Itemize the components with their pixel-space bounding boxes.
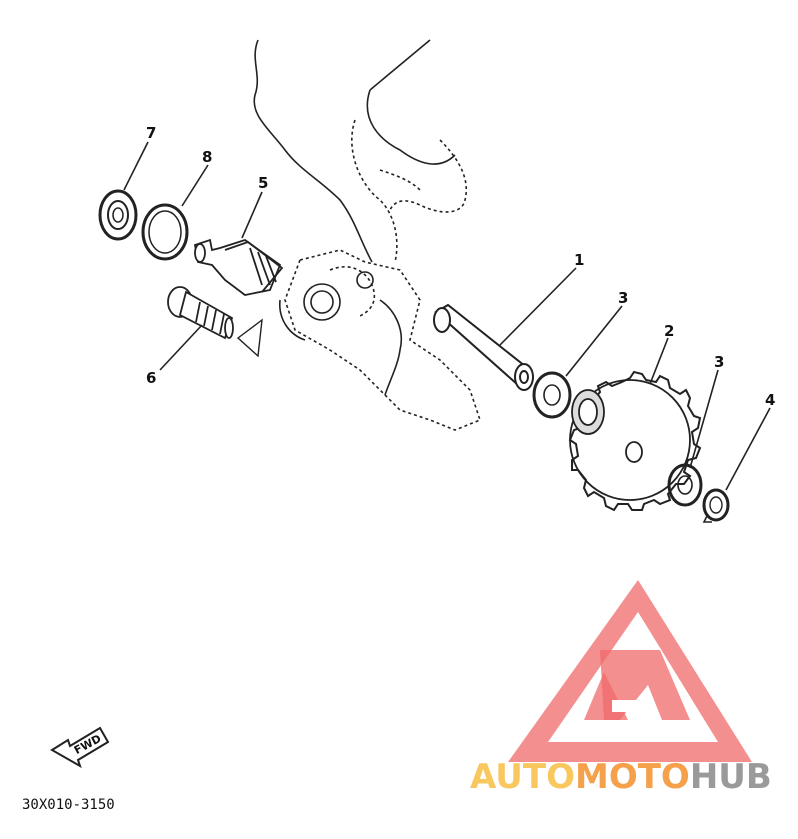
automotohub-logo: AUTOMOTOHUB (470, 580, 772, 797)
washer-part-3a (532, 371, 572, 419)
logo-text-moto: MOTO (575, 757, 690, 797)
circlip-part-4 (702, 488, 730, 523)
logo-text-auto: AUTO (470, 757, 575, 797)
shaft-part-1 (433, 303, 534, 391)
callout-8: 8 (202, 148, 212, 166)
diagram-code: 30X010-3150 (22, 797, 115, 813)
logo-mark-icon (508, 580, 752, 762)
callout-2: 2 (664, 322, 674, 340)
callout-3b: 3 (714, 353, 724, 371)
callout-5: 5 (258, 174, 268, 192)
callout-7: 7 (146, 124, 156, 142)
callout-4: 4 (765, 391, 775, 409)
bolt-part-6 (167, 286, 263, 358)
logo-text-hub: HUB (690, 757, 772, 797)
drive-gear-part-5 (193, 238, 284, 296)
leader-lines (123, 141, 771, 491)
fwd-arrow-icon: FWD (50, 726, 110, 769)
engine-case-outline (253, 39, 481, 431)
oil-seal-part-7 (98, 189, 138, 241)
callout-labels: 7 8 5 1 3 2 3 4 6 (146, 124, 775, 409)
callout-1: 1 (574, 251, 584, 269)
washer-part-3b (667, 463, 703, 507)
washer-part-8 (141, 203, 189, 261)
svg-text:AUTOMOTOHUB: AUTOMOTOHUB (470, 757, 772, 797)
callout-6: 6 (146, 369, 156, 387)
impeller-gear-part-2 (568, 370, 702, 512)
callout-3a: 3 (618, 289, 628, 307)
